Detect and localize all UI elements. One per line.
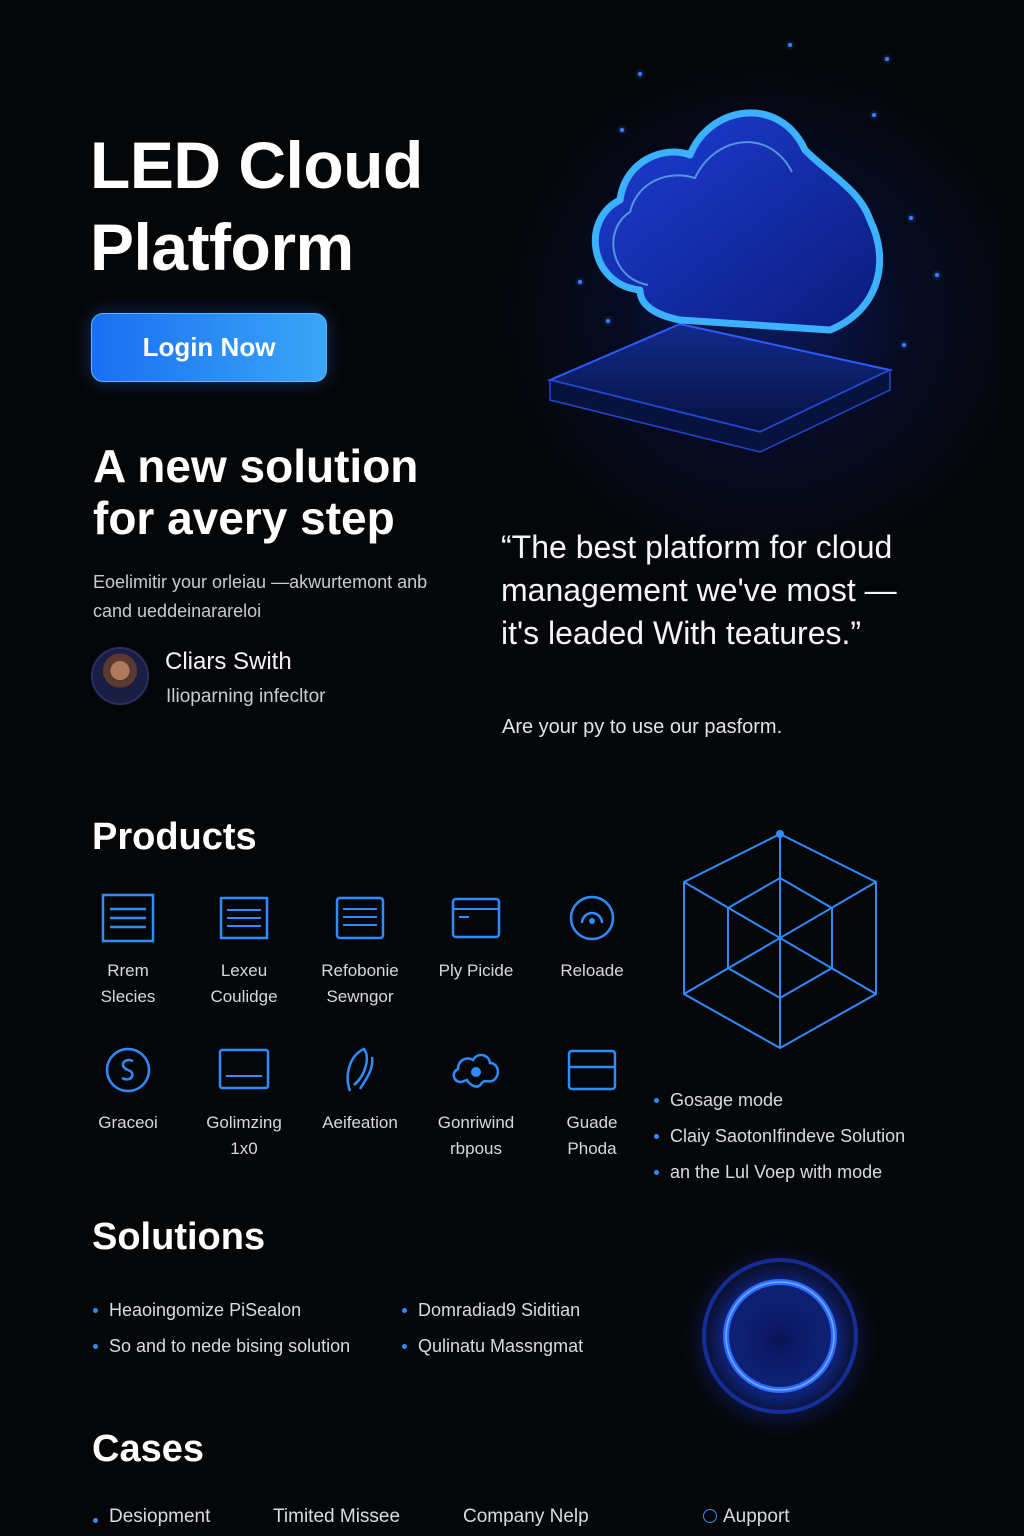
solutions-heading: Solutions (92, 1216, 266, 1258)
feather-icon (332, 1042, 388, 1098)
product-label: Lexeu Coulidge (210, 961, 278, 1006)
product-item-4[interactable]: Ply Picide (418, 890, 534, 1010)
product-label: Reloade (560, 961, 624, 980)
solution-item[interactable]: So and to nede bising solution (91, 1328, 350, 1364)
text-box-icon (216, 890, 272, 946)
product-item-2[interactable]: Lexeu Coulidge (186, 890, 302, 1010)
case-item-label: Aupport (723, 1506, 790, 1527)
products-heading: Products (92, 816, 257, 858)
product-label: Guade Phoda (566, 1113, 618, 1158)
cloud-illustration (546, 109, 894, 453)
author-role: Ilioparning infecltor (166, 686, 326, 707)
hexagon-cube-icon (683, 830, 877, 1050)
cloud-icon (591, 109, 884, 334)
avatar (91, 647, 149, 705)
solutions-list-2: Domradiad9 Siditian Qulinatu Massngmat (400, 1292, 583, 1364)
cases-row: Desiopment Timited Missee Company Nelp A… (91, 1506, 790, 1528)
product-label: Gonriwind rbpous (437, 1113, 515, 1158)
testimonial-caption: Are your py to use our pasform. (502, 716, 783, 738)
feature-item: an the Lul Voep with mode (652, 1154, 905, 1190)
login-button[interactable]: Login Now (91, 313, 327, 382)
product-label: Aeifeation (322, 1113, 398, 1132)
product-label: Graceoi (98, 1113, 158, 1132)
hero-title-line2: Platform (90, 210, 354, 284)
case-item[interactable]: Company Nelp (463, 1506, 589, 1527)
case-item-support[interactable]: Aupport (703, 1506, 790, 1528)
product-item-1[interactable]: Rrem Slecies (70, 890, 186, 1010)
product-label: Ply Picide (438, 961, 514, 980)
products-grid: Rrem Slecies Lexeu Coulidge Refobonie Se… (70, 890, 650, 1162)
list-box-icon (100, 890, 156, 946)
intro-heading-line1: A new solution (93, 440, 419, 492)
product-item-8[interactable]: Aeifeation (302, 1042, 418, 1162)
solution-item[interactable]: Domradiad9 Siditian (400, 1292, 583, 1328)
product-item-3[interactable]: Refobonie Sewngor (302, 890, 418, 1010)
solution-item[interactable]: Qulinatu Massngmat (400, 1328, 583, 1364)
cases-heading: Cases (92, 1428, 204, 1470)
hero-title: LED Cloud Platform (90, 124, 423, 288)
ring-glow-icon (674, 1234, 886, 1446)
product-item-5[interactable]: Reloade (534, 890, 650, 1010)
product-label: Golimzing 1x0 (206, 1113, 282, 1158)
cloud-icon (448, 1042, 504, 1098)
intro-description: Eoelimitir your orleiau —akwurtemont anb… (93, 572, 428, 621)
product-item-9[interactable]: Gonriwind rbpous (418, 1042, 534, 1162)
case-item-label: Desiopment (109, 1506, 211, 1527)
feature-item: Gosage mode (652, 1082, 905, 1118)
case-item[interactable]: Timited Missee (273, 1506, 401, 1527)
solutions-list-1: Heaoingomize PiSealon So and to nede bis… (91, 1292, 350, 1364)
gauge-icon (564, 890, 620, 946)
circle-s-icon (100, 1042, 156, 1098)
bullet-icon (93, 1518, 98, 1523)
product-label: Rrem Slecies (100, 961, 156, 1006)
window-icon (448, 890, 504, 946)
support-icon (703, 1509, 717, 1523)
case-item[interactable]: Desiopment (91, 1506, 273, 1528)
card-icon (564, 1042, 620, 1098)
feature-item: Claiy SaotonIfindeve Solution (652, 1118, 905, 1154)
intro-heading: A new solution for avery step (93, 440, 418, 544)
hero-title-line1: LED Cloud (90, 128, 423, 202)
intro-heading-line2: for avery step (93, 492, 395, 544)
product-item-7[interactable]: Golimzing 1x0 (186, 1042, 302, 1162)
product-features: Gosage mode Claiy SaotonIfindeve Solutio… (652, 1082, 905, 1190)
product-item-10[interactable]: Guade Phoda (534, 1042, 650, 1162)
platform-icon (546, 322, 894, 453)
product-item-6[interactable]: Graceoi (70, 1042, 186, 1162)
author-name: Cliars Swith (165, 648, 292, 675)
solution-item[interactable]: Heaoingomize PiSealon (91, 1292, 350, 1328)
testimonial-quote: “The best platform for cloud management … (501, 529, 897, 651)
document-icon (332, 890, 388, 946)
product-label: Refobonie Sewngor (321, 961, 399, 1006)
monitor-icon (216, 1042, 272, 1098)
